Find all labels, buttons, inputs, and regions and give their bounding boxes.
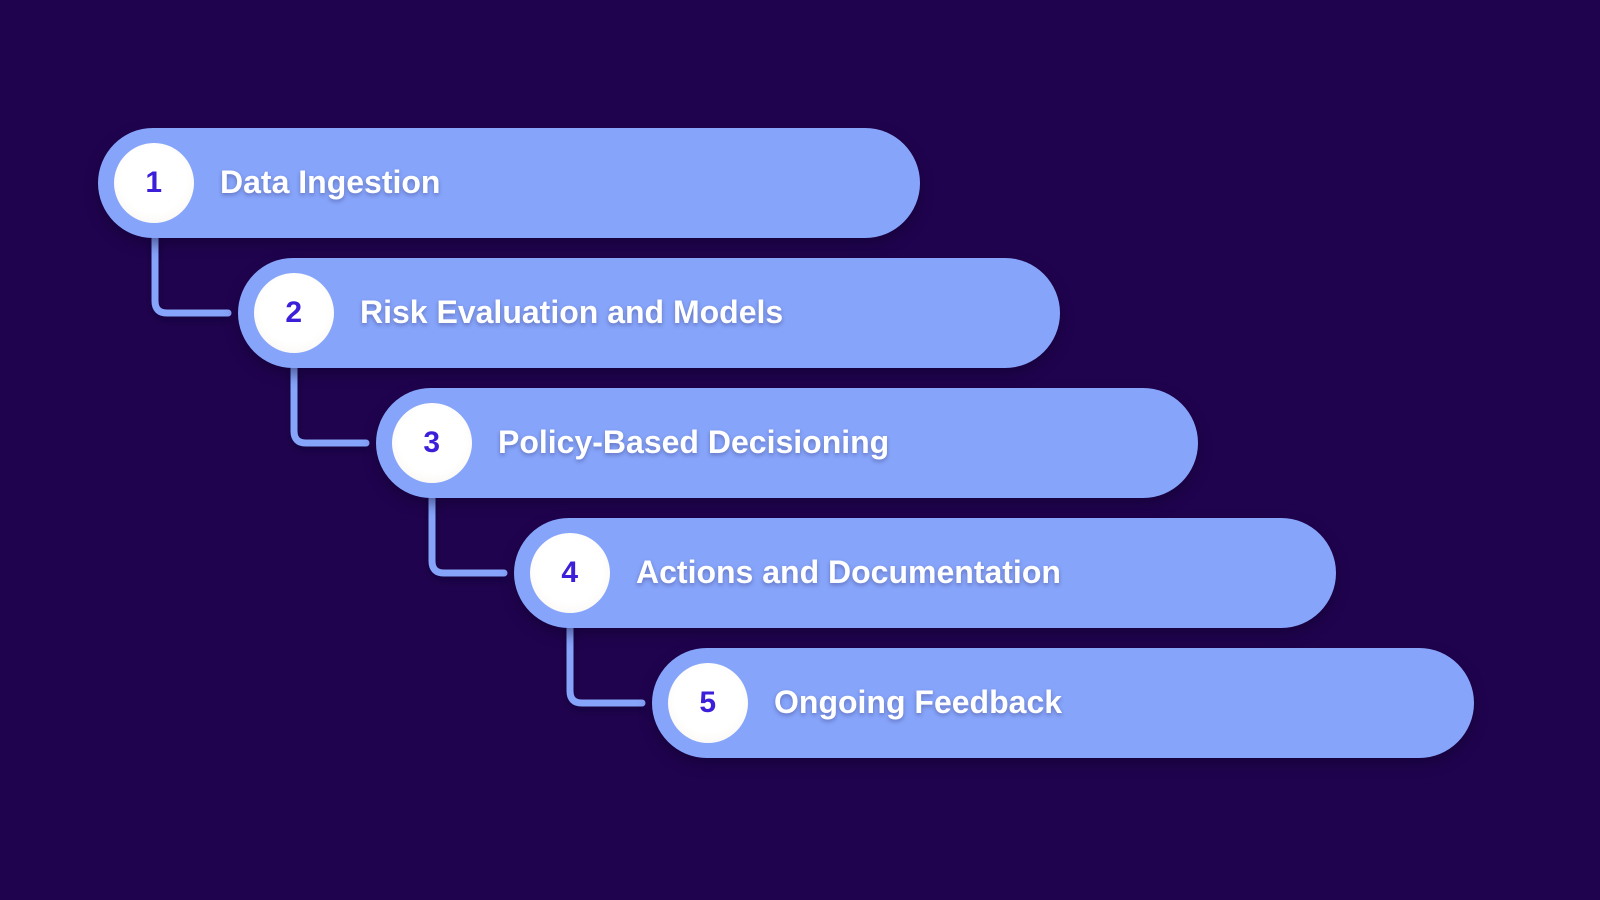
step-number-text: 2 bbox=[285, 296, 303, 329]
step-number-text: 1 bbox=[145, 166, 163, 199]
connector-4-to-5 bbox=[566, 624, 646, 707]
process-step-2[interactable]: 2 Risk Evaluation and Models bbox=[238, 258, 1060, 368]
process-step-3[interactable]: 3 Policy-Based Decisioning bbox=[376, 388, 1198, 498]
step-label: Data Ingestion bbox=[220, 164, 441, 201]
step-label: Risk Evaluation and Models bbox=[360, 294, 784, 331]
step-number-text: 5 bbox=[699, 686, 717, 719]
step-number-badge: 3 bbox=[392, 403, 472, 483]
step-number-badge: 5 bbox=[668, 663, 748, 743]
step-label: Policy-Based Decisioning bbox=[498, 424, 890, 461]
connector-2-to-3 bbox=[290, 364, 370, 447]
step-number-badge: 1 bbox=[114, 143, 194, 223]
connector-1-to-2 bbox=[151, 234, 232, 317]
step-number-text: 4 bbox=[561, 556, 579, 589]
step-number-text: 3 bbox=[423, 426, 441, 459]
process-step-4[interactable]: 4 Actions and Documentation bbox=[514, 518, 1336, 628]
step-label: Actions and Documentation bbox=[636, 554, 1061, 591]
connector-3-to-4 bbox=[428, 494, 508, 577]
step-number-badge: 2 bbox=[254, 273, 334, 353]
process-step-5[interactable]: 5 Ongoing Feedback bbox=[652, 648, 1474, 758]
step-number-badge: 4 bbox=[530, 533, 610, 613]
process-step-1[interactable]: 1 Data Ingestion bbox=[98, 128, 920, 238]
step-label: Ongoing Feedback bbox=[774, 684, 1063, 721]
